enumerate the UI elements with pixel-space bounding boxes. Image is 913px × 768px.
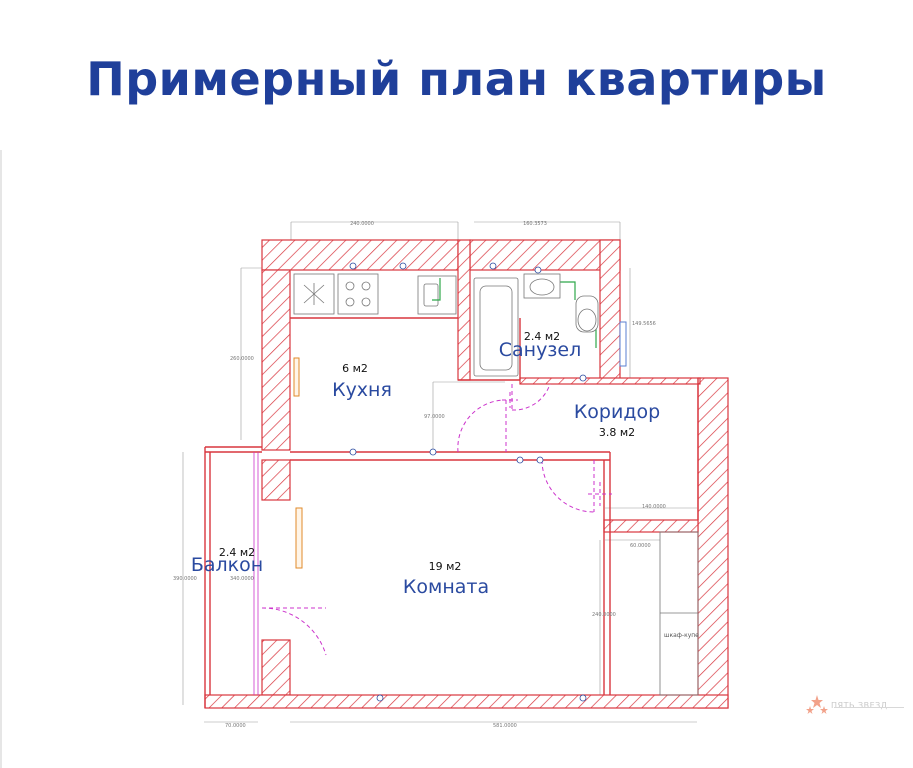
dim-top-kitchen: 240.0000	[350, 221, 374, 227]
balcony-glazing	[253, 452, 259, 695]
balcony-area: 2.4 м2	[219, 546, 255, 559]
dim-door-kitchen: 97.0000	[424, 414, 445, 420]
dim-top-bath: 160.3573	[523, 221, 547, 227]
star-cluster-icon	[806, 695, 828, 714]
radiators	[293, 357, 303, 569]
room-area: 19 м2	[429, 560, 462, 573]
window-bay	[619, 321, 627, 367]
walls	[204, 239, 729, 709]
dim-bath-right: 149.5656	[632, 321, 656, 327]
dim-left-kitchen: 260.0000	[230, 356, 254, 362]
bath-fixtures	[473, 273, 599, 377]
kitchen-area: 6 м2	[342, 362, 368, 375]
brand-name: ПЯТЬ ЗВЕЗД	[831, 700, 888, 710]
dim-balcony-height: 390.0000	[173, 576, 197, 582]
kitchen-furniture	[293, 273, 457, 315]
interior-walls	[204, 317, 699, 708]
brand-underline	[834, 707, 904, 708]
page-title: Примерный план квартиры	[86, 52, 827, 106]
corridor-area: 3.8 м2	[599, 426, 635, 439]
dim-bottom-total: 581.0000	[493, 723, 517, 729]
sockets	[349, 262, 587, 702]
dim-wardrobe-len: 240.0000	[592, 612, 616, 618]
dim-wardrobe-depth: 60.0000	[630, 543, 651, 549]
stove-icon	[337, 273, 379, 315]
wardrobe-label: шкаф-купе	[664, 632, 699, 639]
wardrobe	[659, 531, 699, 696]
left-edge-divider	[0, 150, 2, 768]
dimension-lines	[182, 221, 697, 723]
balcony-name: Балкон	[191, 554, 263, 576]
dim-balcony-inner: 340.0000	[230, 576, 254, 582]
brand-logo: ПЯТЬ ЗВЕЗД	[806, 694, 904, 716]
bathroom-name: Санузел	[499, 339, 582, 361]
bathroom-area: 2.4 м2	[524, 330, 560, 343]
doors	[261, 383, 612, 656]
corridor-name: Коридор	[574, 401, 660, 423]
dim-balcony-width: 70.0000	[225, 723, 246, 729]
room-name: Комната	[403, 576, 489, 598]
kitchen-name: Кухня	[332, 379, 392, 401]
dim-corridor-bottom: 140.0000	[642, 504, 666, 510]
